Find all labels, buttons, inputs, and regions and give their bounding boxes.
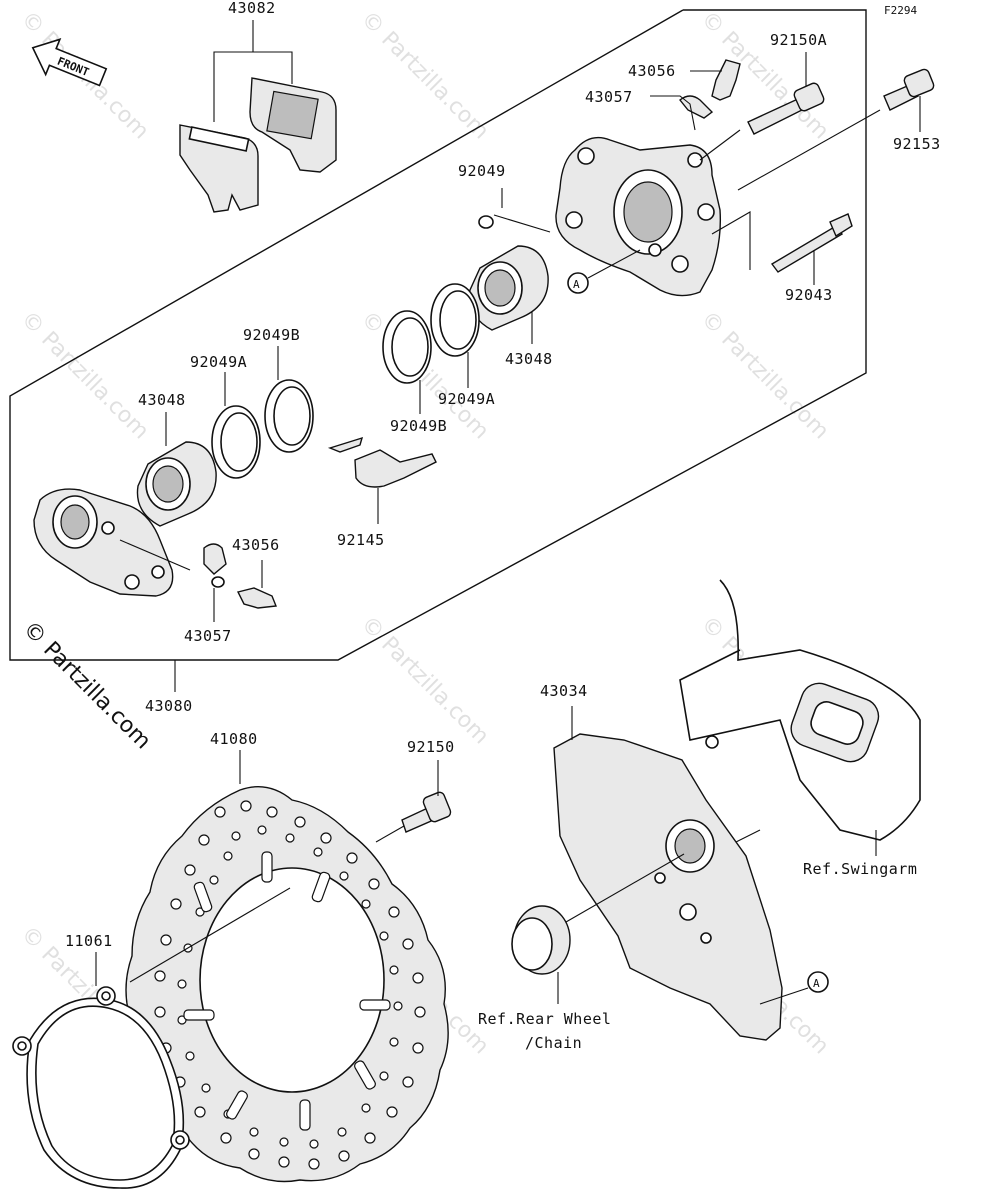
bleeder-valve-bottom [236, 560, 277, 609]
caliper-body-left [33, 488, 191, 597]
bleeder-cap-bottom [203, 543, 227, 622]
piston-seal-right [430, 283, 480, 388]
caliper-pin-bolt [699, 52, 825, 161]
piston-right [468, 245, 549, 344]
callout-letter: A [573, 278, 580, 291]
part-number-43057-top: 43057 [585, 88, 633, 106]
part-number-92150: 92150 [407, 738, 455, 756]
o-ring-small [478, 188, 551, 233]
caliper-assembly-frame [9, 9, 867, 661]
part-number-92043: 92043 [785, 286, 833, 304]
ref-rear-wheel: Ref.Rear Wheel [478, 1010, 611, 1028]
watermark: © Partzilla.com [16, 307, 154, 445]
pad-spring [327, 436, 437, 524]
piston-left [136, 412, 217, 527]
pad-pin [711, 211, 853, 285]
part-number-92153: 92153 [893, 135, 941, 153]
caliper-body-right [555, 136, 722, 297]
watermark-side: © Partzilla.com [18, 617, 156, 755]
part-number-92145: 92145 [337, 531, 385, 549]
part-number-92150A: 92150A [770, 31, 827, 49]
swingarm-reference [679, 579, 921, 856]
mounting-bolt [737, 68, 935, 191]
part-number-92049B-left: 92049B [243, 326, 300, 344]
part-number-43057-bottom: 43057 [184, 627, 232, 645]
callout-a-caliper [567, 272, 589, 294]
ref-rear-wheel-chain: /Chain [525, 1034, 582, 1052]
caliper-bracket [553, 706, 783, 1041]
watermark: © Partzilla.com [356, 612, 494, 750]
dust-seal-right [382, 310, 432, 414]
watermark: © Partzilla.com [696, 307, 834, 445]
disc-mounting-bolt [401, 760, 452, 833]
brake-pad-set [179, 20, 337, 213]
part-number-43056-bottom: 43056 [232, 536, 280, 554]
part-number-11061: 11061 [65, 932, 113, 950]
part-number-43048-left: 43048 [138, 391, 186, 409]
piston-seal-left [211, 372, 261, 479]
ref-swingarm: Ref.Swingarm [803, 860, 917, 878]
part-number-43056-top: 43056 [628, 62, 676, 80]
disc-gasket [12, 952, 190, 1189]
wheel-collar [511, 853, 685, 1004]
part-number-92049B-right: 92049B [390, 417, 447, 435]
part-number-92049A-right: 92049A [438, 390, 495, 408]
part-number-43034: 43034 [540, 682, 588, 700]
part-number-92049A-left: 92049A [190, 353, 247, 371]
bleeder-valve-top [690, 59, 741, 101]
part-number-43048-right: 43048 [505, 350, 553, 368]
bleeder-cap-top [650, 95, 714, 131]
diagram-code: F2294 [884, 4, 917, 17]
part-number-41080: 41080 [210, 730, 258, 748]
part-number-92049: 92049 [458, 162, 506, 180]
callout-a-bracket [807, 971, 829, 993]
callout-letter: A [813, 977, 820, 990]
part-number-43080: 43080 [145, 697, 193, 715]
dust-seal-left [264, 346, 314, 453]
part-number-43082: 43082 [228, 0, 276, 17]
watermark: © Partzilla.com [356, 7, 494, 145]
brake-disc [125, 750, 449, 1183]
